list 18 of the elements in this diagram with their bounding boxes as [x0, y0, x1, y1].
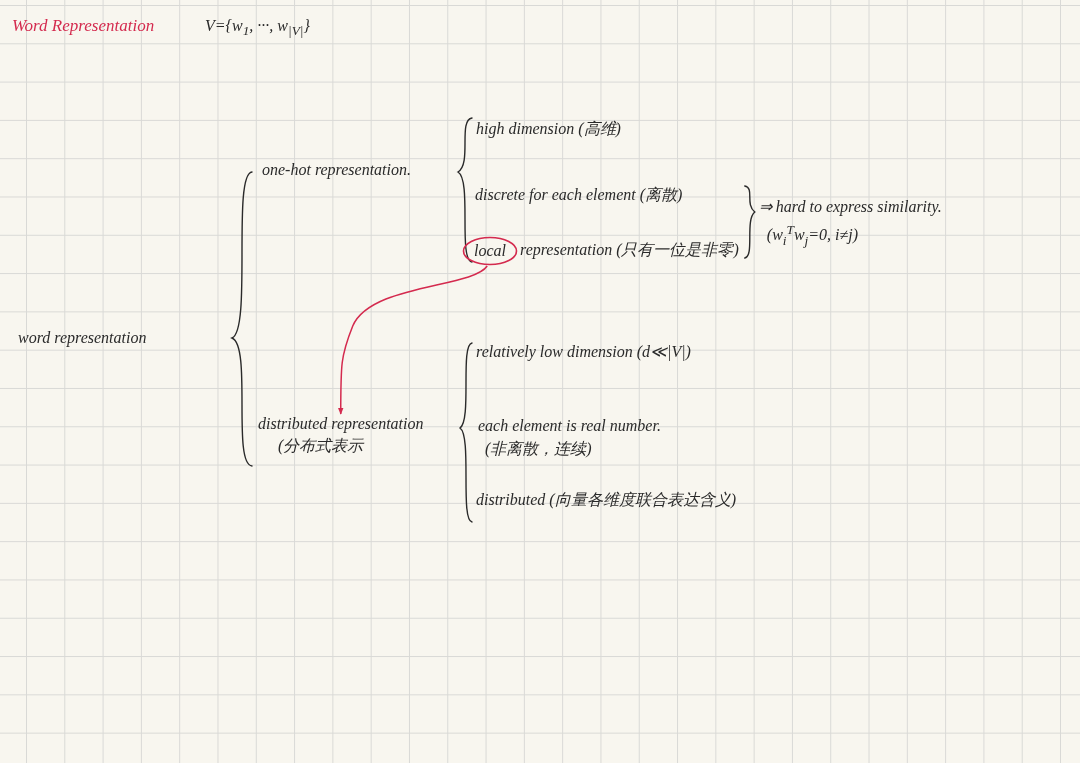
note-text: discrete for each element (离散) — [475, 185, 683, 205]
arrow — [337, 265, 488, 415]
note-text: distributed (向量各维度联合表达含义) — [476, 490, 736, 510]
note-text: relatively low dimension (d≪|V|) — [476, 342, 691, 362]
circled-word — [462, 236, 518, 266]
title: Word Representation — [12, 16, 155, 36]
note-text: one-hot representation. — [262, 160, 411, 180]
node-text: distributed representation — [258, 414, 424, 434]
node-text: (分布式表示 — [278, 436, 365, 456]
note-text: (非离散，连续) — [485, 439, 592, 459]
note-text: V={w$_{1}$, ···, w$_{|V|}$} — [205, 16, 310, 41]
note-text: each element is real number. — [478, 416, 661, 436]
note-text: word representation — [18, 328, 147, 348]
note-text: (w$_{i}$$^{T}$w$_{j}$=0, i≠j) — [766, 221, 859, 250]
note-text: ⇒ hard to express similarity. — [758, 197, 942, 217]
note-text: representation (只有一位是非零) — [520, 240, 739, 260]
node-text: local — [473, 241, 507, 261]
note-text: high dimension (高维) — [476, 119, 621, 139]
